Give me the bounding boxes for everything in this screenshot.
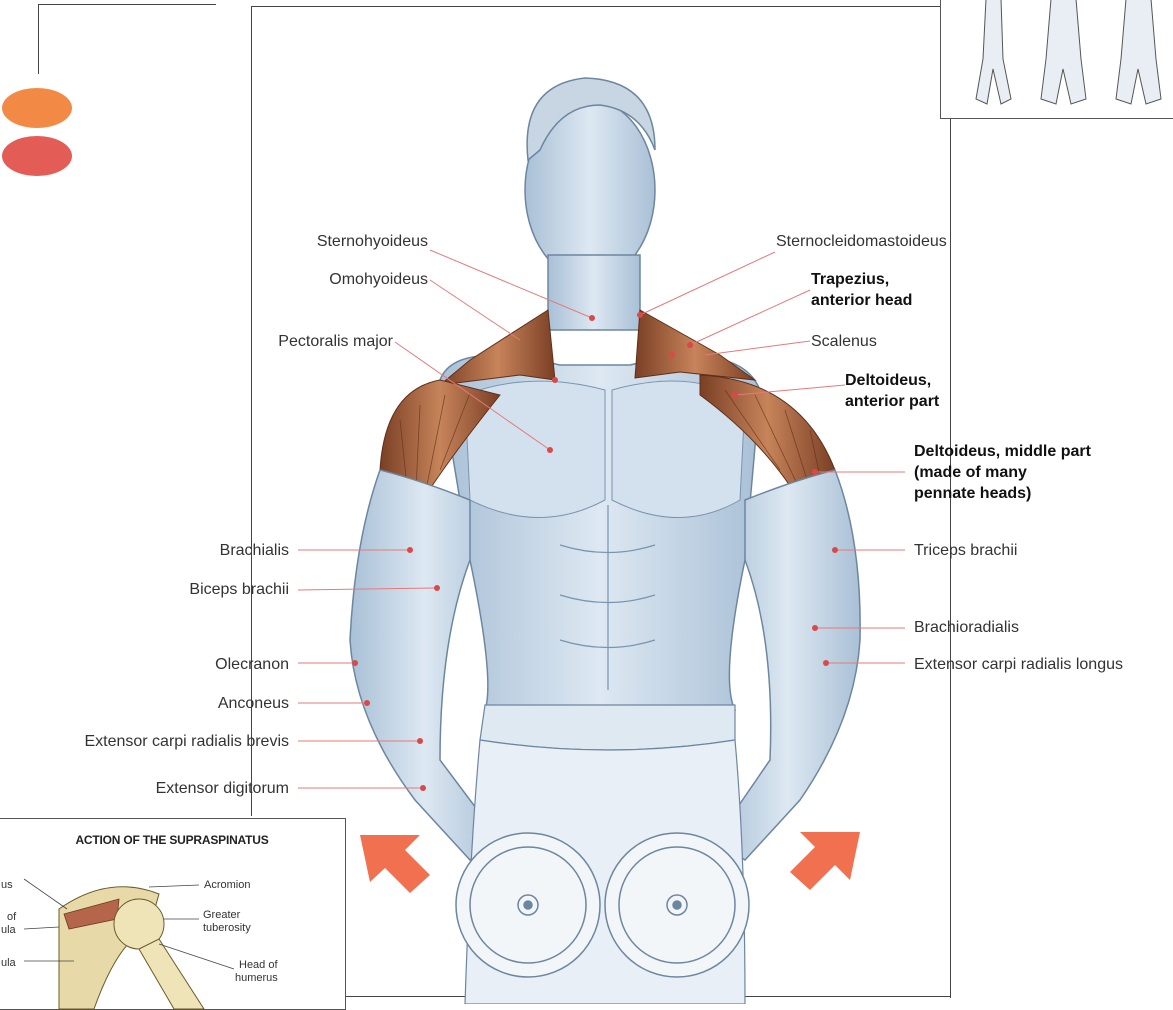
inset-label-acromion: Acromion	[204, 879, 250, 891]
label-deltoideus: Deltoideus,	[845, 371, 931, 391]
body-thumbnail-inset	[940, 0, 1173, 119]
label-triceps-brachii: Triceps brachii	[914, 541, 1017, 561]
label-sternohyoideus: Sternohyoideus	[317, 232, 428, 252]
waistband	[480, 705, 735, 750]
label-extensor-digitorum: Extensor digitorum	[156, 779, 289, 799]
label-olecranon: Olecranon	[215, 655, 289, 675]
shoulder-joint-diagram	[0, 819, 345, 1009]
label-brachialis: Brachialis	[220, 541, 289, 561]
label-deltoideus-middle-part: Deltoideus, middle part	[914, 442, 1091, 462]
inset-label-tuberosity: tuberosity	[203, 922, 251, 934]
label-trapezius: Trapezius,	[811, 270, 889, 290]
label-pectoralis-major: Pectoralis major	[278, 332, 393, 352]
label-trapezius-anterior-head: anterior head	[811, 291, 912, 311]
label-extensor-carpi-radialis-longus: Extensor carpi radialis longus	[914, 655, 1123, 675]
label-made-of-many: (made of many	[914, 463, 1027, 483]
label-omohyoideus: Omohyoideus	[329, 270, 428, 290]
body-thumbnails	[941, 0, 1173, 118]
label-anconeus: Anconeus	[218, 694, 289, 714]
inset-label-ula-1: ula	[1, 924, 16, 936]
label-brachioradialis: Brachioradialis	[914, 618, 1019, 638]
label-pennate-heads: pennate heads)	[914, 484, 1031, 504]
trapezius-right	[635, 310, 755, 380]
label-scalenus: Scalenus	[811, 332, 877, 352]
inset-label-head-of: Head of	[239, 959, 278, 971]
dumbbell-left	[456, 833, 600, 977]
label-sternocleidomastoideus: Sternocleidomastoideus	[776, 232, 947, 252]
inset-label-humerus: humerus	[235, 972, 278, 984]
label-biceps-brachii: Biceps brachii	[189, 580, 289, 600]
inset-label-of: of	[7, 911, 16, 923]
arrow-right	[790, 832, 860, 890]
trapezius-left	[440, 310, 555, 385]
label-deltoideus-anterior-part: anterior part	[845, 392, 939, 412]
dumbbell-right	[605, 833, 749, 977]
label-extensor-carpi-radialis-brevis: Extensor carpi radialis brevis	[84, 732, 289, 752]
inset-label-greater: Greater	[203, 909, 240, 921]
inset-label-ula-2: ula	[1, 957, 16, 969]
arrow-left	[360, 835, 430, 893]
inset-label-us: us	[1, 879, 13, 891]
supraspinatus-inset: ACTION OF THE SUPRASPINATUS us of ula ul…	[0, 818, 346, 1010]
